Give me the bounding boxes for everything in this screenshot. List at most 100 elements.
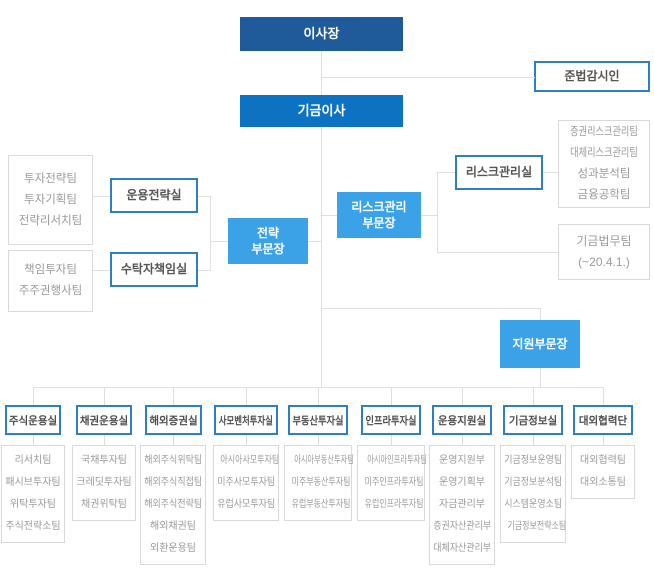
team-item: 해외채권팀	[150, 521, 196, 532]
team-item: 해외주식위탁팀	[144, 455, 203, 466]
node-chairman: 이사장	[240, 17, 403, 51]
connector-line	[437, 172, 438, 253]
team-item: 미주부동산투자팀	[291, 477, 351, 488]
team-item: 유럽인프라투자팀	[364, 499, 424, 510]
legal-team-date: (~20.4.1.)	[578, 255, 630, 269]
team-item: 전략리서치팀	[18, 214, 83, 227]
dept-header: 주식운용실	[5, 405, 61, 435]
connector-line	[462, 387, 463, 405]
connector-line	[533, 387, 534, 405]
dept-header: 채권운용실	[76, 405, 132, 435]
dept-header-label: 대외협력단	[578, 414, 628, 427]
node-compliance-officer: 준법감시인	[534, 61, 650, 92]
team-item: 위탁투자팀	[10, 499, 56, 510]
dept-header: 인프라투자실	[361, 405, 421, 435]
dept-header-label: 기금정보실	[508, 414, 558, 427]
team-item: 국채투자팀	[81, 455, 127, 466]
dept-header-label: 채권운용실	[79, 414, 129, 427]
connector-line	[421, 215, 437, 216]
connector-line	[210, 196, 211, 271]
connector-line	[437, 172, 455, 173]
node-fund-director: 기금이사	[240, 95, 403, 127]
node-strategy-division-head: 전략 부문장	[228, 218, 308, 264]
team-item: 대외협력팀	[580, 455, 626, 466]
node-fiduciary-office: 수탁자책임실	[110, 252, 198, 287]
team-item: 성과분석팀	[577, 168, 631, 180]
connector-line	[322, 77, 535, 78]
team-item: 운영지원부	[439, 455, 485, 466]
connector-line	[93, 196, 110, 197]
legal-team-box: 기금법무팀 (~20.4.1.)	[558, 224, 650, 280]
dept-header: 해외증권실	[145, 405, 202, 435]
node-mgmt-strategy-office: 운용전략실	[110, 178, 198, 213]
connector-line	[198, 196, 210, 197]
connector-line	[93, 270, 110, 271]
dept-header-label: 사모벤처투자실	[218, 414, 274, 427]
connector-line	[321, 215, 337, 216]
connector-line	[173, 435, 174, 445]
connector-line	[543, 172, 558, 173]
connector-line	[533, 435, 534, 445]
connector-line	[308, 241, 322, 242]
dept-header-label: 해외증권실	[149, 414, 198, 427]
team-item: 리서치팀	[14, 455, 52, 466]
team-item: 투자기획팀	[24, 193, 77, 206]
connector-line	[33, 435, 34, 445]
dept-header: 운용지원실	[432, 405, 492, 435]
connector-line	[321, 51, 322, 95]
connector-line	[318, 387, 319, 405]
strategy-head-line2: 부문장	[251, 242, 285, 256]
connector-line	[321, 127, 322, 387]
dept-header-label: 인프라투자실	[365, 414, 417, 427]
connector-line	[210, 241, 228, 242]
connector-line	[318, 435, 319, 445]
team-item: 외환운용팀	[150, 543, 196, 554]
dept-header: 부동산투자실	[288, 405, 348, 435]
team-item: 대외소통팀	[580, 477, 626, 488]
connector-line	[246, 387, 247, 405]
team-item: 기금정보운영팀	[504, 455, 563, 466]
connector-line	[173, 387, 174, 405]
legal-team-name: 기금법무팀	[576, 234, 632, 248]
team-item: 해외주식직접팀	[144, 477, 203, 488]
connector-line	[603, 387, 604, 405]
connector-line	[391, 387, 392, 405]
dept-header: 사모벤처투자실	[214, 405, 278, 435]
node-support-division-head: 지원부문장	[500, 320, 580, 368]
dept-header-label: 운용지원실	[437, 414, 487, 427]
team-item: 금융공학팀	[577, 189, 631, 201]
connector-line	[603, 435, 604, 445]
team-item: 자금관리부	[439, 499, 485, 510]
connector-line	[198, 270, 210, 271]
connector-line	[104, 387, 105, 405]
connector-line	[437, 252, 558, 253]
connector-line	[104, 435, 105, 445]
team-item: 유럽부동산투자팀	[291, 499, 351, 510]
node-risk-office: 리스크관리실	[455, 155, 543, 190]
dept-header: 대외협력단	[573, 405, 633, 435]
team-item: 아시아부동산투자팀	[294, 455, 354, 466]
dept-header-label: 주식운용실	[8, 414, 58, 427]
connector-line	[391, 435, 392, 445]
team-item: 운영기획부	[439, 477, 485, 488]
connector-line	[246, 435, 247, 445]
risk-head-line2: 부문장	[362, 216, 396, 230]
node-risk-division-head: 리스크관리 부문장	[337, 192, 421, 238]
connector-line	[462, 435, 463, 445]
dept-header-label: 부동산투자실	[292, 414, 344, 427]
team-item: 대체리스크관리팀	[570, 147, 638, 159]
team-item: 증권자산관리부	[433, 521, 492, 532]
team-item: 아시아인프라투자팀	[367, 455, 427, 466]
connector-line	[540, 308, 541, 320]
